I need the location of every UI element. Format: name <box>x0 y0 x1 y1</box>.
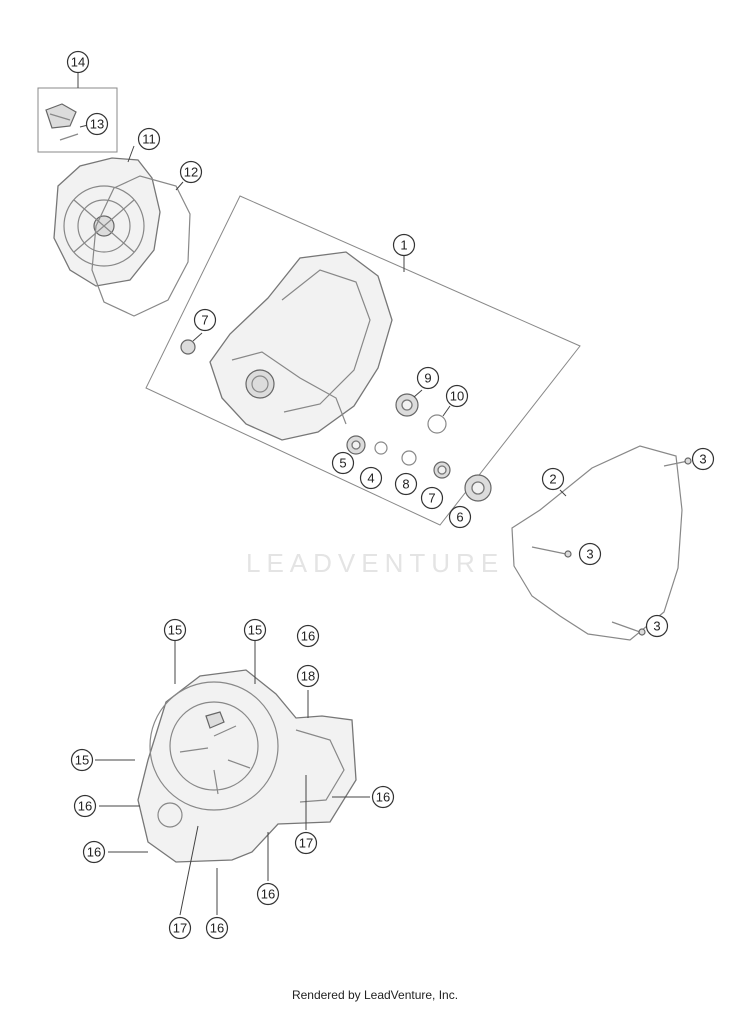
callout-15: 15 <box>70 748 94 772</box>
svg-text:7: 7 <box>428 491 435 506</box>
callout-11: 11 <box>137 127 161 151</box>
screw-part-3-bottom <box>611 621 646 636</box>
callout-16: 16 <box>82 840 106 864</box>
svg-text:14: 14 <box>71 55 85 70</box>
callout-7: 7 <box>420 486 444 510</box>
callout-3: 3 <box>578 542 602 566</box>
lower-leaders <box>95 641 370 916</box>
callout-13: 13 <box>85 112 109 136</box>
callout-15: 15 <box>163 618 187 642</box>
callout-16: 16 <box>371 785 395 809</box>
cover-kit-frame <box>145 195 581 526</box>
callout-17: 17 <box>294 831 318 855</box>
svg-text:1: 1 <box>400 238 407 253</box>
svg-text:13: 13 <box>90 117 104 132</box>
svg-text:3: 3 <box>699 452 706 467</box>
svg-text:16: 16 <box>87 845 101 860</box>
screw-part-3-top <box>663 457 692 467</box>
callout-16: 16 <box>256 882 280 906</box>
callout-1: 1 <box>392 233 416 257</box>
callout-6: 6 <box>448 505 472 529</box>
svg-text:18: 18 <box>301 669 315 684</box>
circlip-part-8 <box>401 450 417 466</box>
callout-4: 4 <box>359 466 383 490</box>
callout-9: 9 <box>416 366 440 390</box>
callout-16: 16 <box>73 794 97 818</box>
callout-16: 16 <box>296 624 320 648</box>
seal-part-9 <box>395 393 419 417</box>
svg-text:16: 16 <box>261 887 275 902</box>
callout-14: 14 <box>66 50 90 74</box>
svg-text:16: 16 <box>301 629 315 644</box>
seal-part-7-lower <box>433 461 451 479</box>
svg-text:5: 5 <box>339 456 346 471</box>
svg-text:15: 15 <box>75 753 89 768</box>
footer-credit: Rendered by LeadVenture, Inc. <box>291 988 459 1002</box>
callout-10: 10 <box>445 384 469 408</box>
callout-15: 15 <box>243 618 267 642</box>
clutch-gasket-part-2 <box>511 445 683 641</box>
assembled-clutch-cover <box>137 669 357 863</box>
svg-text:17: 17 <box>173 921 187 936</box>
callout-3: 3 <box>645 614 669 638</box>
svg-text:16: 16 <box>376 790 390 805</box>
svg-text:9: 9 <box>424 371 431 386</box>
callout-16: 16 <box>205 916 229 940</box>
callout-17: 17 <box>168 916 192 940</box>
seal-part-7-upper <box>180 339 196 355</box>
callout-5: 5 <box>331 451 355 475</box>
plug-part-13 <box>45 103 79 141</box>
bearing-part-5 <box>346 435 366 455</box>
svg-text:15: 15 <box>168 623 182 638</box>
svg-text:8: 8 <box>402 477 409 492</box>
screw-part-3-middle <box>531 546 572 558</box>
svg-text:7: 7 <box>201 313 208 328</box>
bearing-part-6 <box>464 474 492 502</box>
svg-text:16: 16 <box>78 799 92 814</box>
svg-text:6: 6 <box>456 510 463 525</box>
svg-text:4: 4 <box>367 471 374 486</box>
ring-part-4 <box>374 441 388 455</box>
callout-18: 18 <box>296 664 320 688</box>
callout-12: 12 <box>179 160 203 184</box>
svg-text:2: 2 <box>549 472 556 487</box>
svg-text:17: 17 <box>299 836 313 851</box>
callout-8: 8 <box>394 472 418 496</box>
svg-text:3: 3 <box>653 619 660 634</box>
circlip-part-10 <box>427 414 447 434</box>
clutch-cover-part-1 <box>209 251 393 441</box>
callout-3: 3 <box>691 447 715 471</box>
svg-text:16: 16 <box>210 921 224 936</box>
svg-text:15: 15 <box>248 623 262 638</box>
callout-2: 2 <box>541 467 565 491</box>
callout-7: 7 <box>193 308 217 332</box>
svg-text:10: 10 <box>450 389 464 404</box>
leadventure-watermark: LEADVENTURE <box>246 548 505 578</box>
svg-text:11: 11 <box>142 132 156 147</box>
cover-gasket-part-12 <box>91 175 191 317</box>
svg-text:12: 12 <box>184 165 198 180</box>
svg-text:3: 3 <box>586 547 593 562</box>
